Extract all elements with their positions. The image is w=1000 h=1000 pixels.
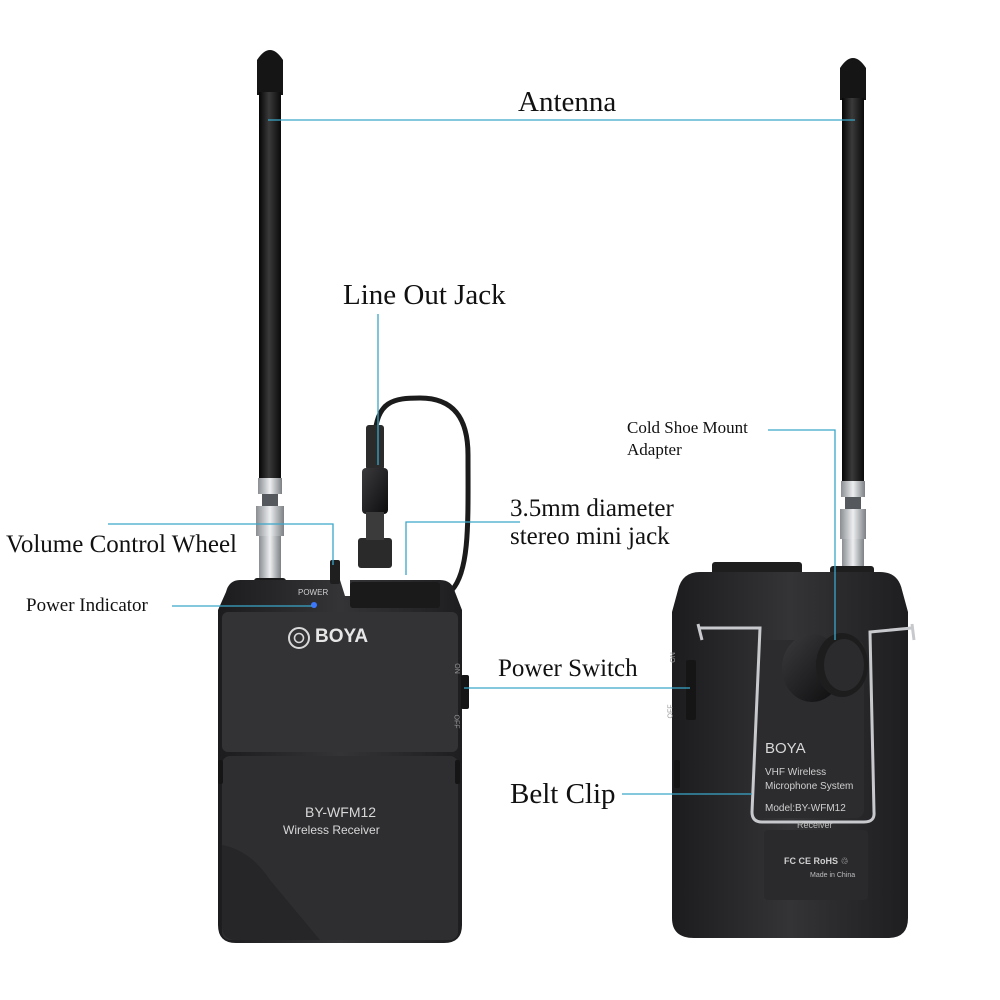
back-receiver-body — [672, 562, 916, 938]
line-out-cable — [358, 395, 471, 592]
belt-clip-label: Belt Clip — [510, 778, 616, 810]
right-antenna — [840, 58, 866, 571]
power-indicator-label: Power Indicator — [26, 595, 148, 616]
volume-wheel-leader — [108, 523, 334, 565]
cert-marks-text: FC CE RoHS ♲ — [784, 856, 849, 866]
back-switch-off-text: OFF — [667, 704, 675, 719]
power-mark-text: POWER — [298, 588, 329, 597]
cold-shoe-label-line1: Cold Shoe Mount — [627, 418, 748, 437]
front-receiver-body — [218, 560, 469, 943]
back-line1-text: VHF Wireless — [765, 767, 827, 778]
stereo-jack-label-line2: stereo mini jack — [510, 523, 670, 550]
made-in-text: Made in China — [810, 872, 856, 879]
back-receiver-text: Receiver — [797, 820, 833, 830]
power-switch-label: Power Switch — [498, 655, 638, 682]
line-out-jack-label: Line Out Jack — [343, 279, 506, 311]
back-brand-text: BOYA — [765, 740, 806, 757]
volume-control-wheel-label: Volume Control Wheel — [6, 531, 237, 558]
cold-shoe-leader — [768, 429, 836, 640]
back-switch-on-text: ON — [669, 652, 677, 663]
back-line2-text: Microphone System — [765, 781, 854, 792]
leader-lines — [108, 119, 855, 795]
front-model-text: BY-WFM12 — [305, 804, 377, 820]
back-model-text: Model:BY-WFM12 — [765, 803, 846, 814]
front-switch-off-text: OFF — [452, 714, 460, 729]
front-brand-logo: BOYA — [315, 626, 369, 647]
cold-shoe-label-line2: Adapter — [627, 440, 682, 459]
stereo-jack-leader — [405, 521, 520, 575]
stereo-jack-label-line1: 3.5mm diameter — [510, 495, 674, 522]
antenna-label: Antenna — [518, 86, 617, 118]
front-subtitle-text: Wireless Receiver — [283, 823, 380, 837]
front-switch-on-text: ON — [452, 663, 460, 674]
left-antenna — [254, 50, 286, 598]
